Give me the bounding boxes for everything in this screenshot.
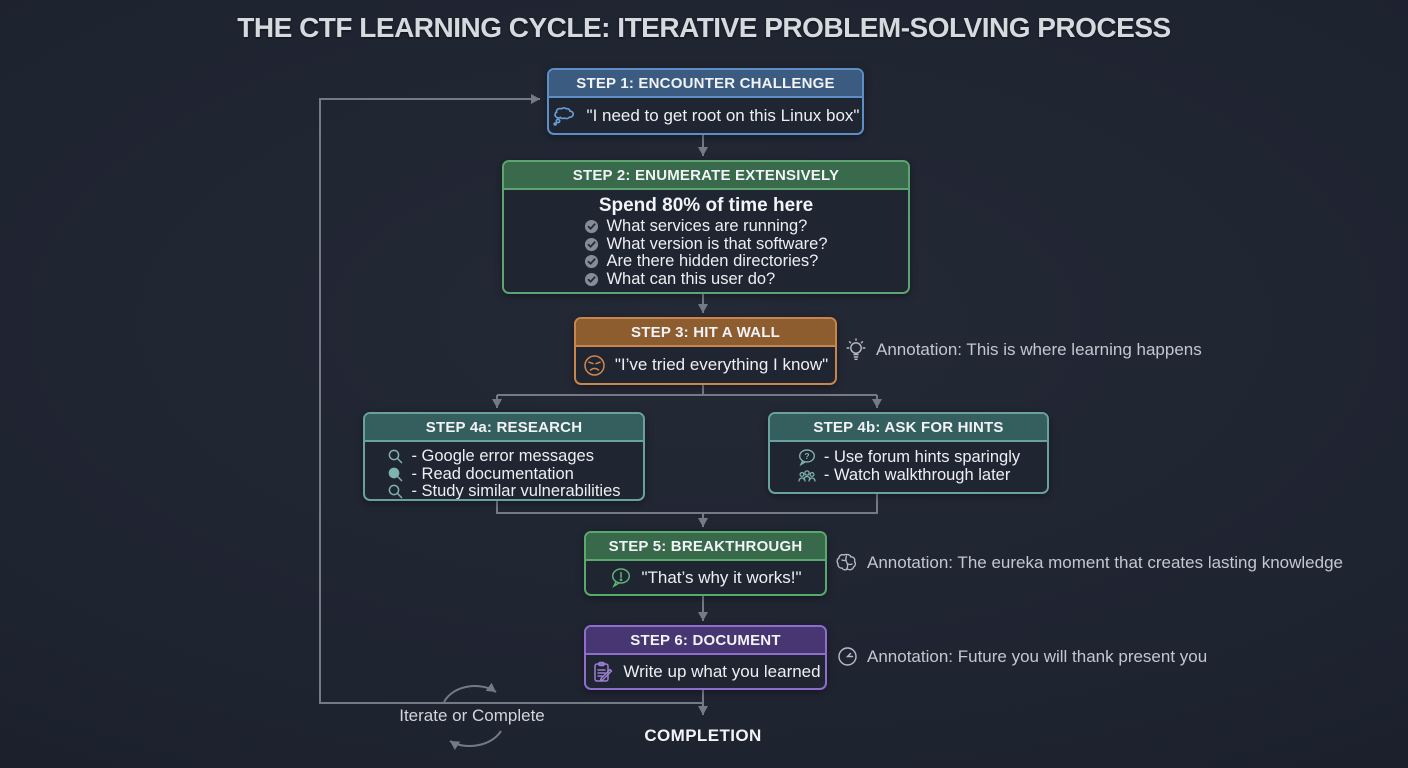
annotation-text: Annotation: Future you will thank presen… (867, 646, 1208, 666)
completion-label: COMPLETION (644, 726, 762, 745)
step-4a-header: STEP 4a: RESEARCH (365, 414, 643, 442)
page-title: THE CTF LEARNING CYCLE: ITERATIVE PROBLE… (237, 12, 1171, 43)
step-4a-box: STEP 4a: RESEARCH - Google error message… (363, 412, 645, 501)
research-item: - Read documentation (387, 464, 574, 484)
lightbulb-icon (845, 338, 867, 362)
check-circle-icon (584, 272, 599, 287)
brain-icon (835, 552, 858, 573)
step-5-body-text: "That’s why it works!" (641, 567, 802, 587)
step-5-box: STEP 5: BREAKTHROUGH "That’s why it work… (584, 531, 827, 596)
step-6-header: STEP 6: DOCUMENT (586, 627, 825, 655)
research-item: - Study similar vulnerabilities (387, 482, 621, 500)
clipboard-pencil-icon (590, 660, 614, 684)
step-3-header: STEP 3: HIT A WALL (576, 319, 835, 347)
checklist-item: What services are running? (584, 217, 808, 236)
checklist-text: What version is that software? (606, 234, 828, 253)
annotation-learning: Annotation: This is where learning happe… (845, 338, 1202, 362)
research-text: - Read documentation (411, 464, 574, 483)
checklist-text: What services are running? (606, 217, 808, 235)
exclamation-bubble-icon (609, 567, 632, 589)
step-3-body-text: "I’ve tried everything I know" (614, 355, 829, 374)
step-2-box: STEP 2: ENUMERATE EXTENSIVELY Spend 80% … (502, 160, 910, 294)
step-1-body-text: "I need to get root on this Linux box" (586, 105, 860, 125)
svg-text:?: ? (804, 451, 809, 461)
checklist-text: What can this user do? (606, 269, 776, 288)
checklist-item: What version is that software? (584, 234, 828, 254)
check-circle-icon (584, 254, 599, 269)
thought-bubble-icon (552, 105, 578, 126)
step-4b-box: STEP 4b: ASK FOR HINTS ? - Use forum hin… (768, 412, 1049, 494)
step-4b-header: STEP 4b: ASK FOR HINTS (770, 414, 1047, 442)
question-bubble-icon: ? (797, 448, 817, 467)
research-text: - Study similar vulnerabilities (411, 482, 621, 500)
step-1-header: STEP 1: ENCOUNTER CHALLENGE (549, 70, 862, 98)
check-circle-icon (584, 219, 599, 234)
hint-text: - Use forum hints sparingly (823, 447, 1021, 466)
magnifier-icon (387, 483, 404, 499)
checklist-item: Are there hidden directories? (584, 252, 819, 271)
people-group-icon (797, 468, 817, 484)
annotation-text: Annotation: This is where learning happe… (876, 340, 1202, 359)
check-circle-icon (584, 237, 599, 252)
step-2-header: STEP 2: ENUMERATE EXTENSIVELY (504, 162, 908, 190)
step-2-subtitle: Spend 80% of time here (598, 195, 814, 216)
hint-item: - Watch walkthrough later (797, 466, 1011, 485)
checklist-item: What can this user do? (584, 269, 776, 289)
checklist-text: Are there hidden directories? (606, 252, 819, 270)
step-3-box: STEP 3: HIT A WALL "I’ve tried everythin… (574, 317, 837, 385)
iterate-or-complete-label: Iterate or Complete (399, 706, 545, 725)
step-6-body-text: Write up what you learned (623, 661, 821, 681)
magnifier-filled-icon (387, 466, 404, 483)
annotation-text: Annotation: The eureka moment that creat… (867, 552, 1343, 572)
annotation-eureka: Annotation: The eureka moment that creat… (835, 552, 1343, 573)
step-5-header: STEP 5: BREAKTHROUGH (586, 533, 825, 561)
hint-text: - Watch walkthrough later (823, 466, 1011, 484)
step-1-box: STEP 1: ENCOUNTER CHALLENGE "I need to g… (547, 68, 864, 135)
clock-icon (837, 646, 858, 667)
magnifier-icon (387, 448, 404, 465)
hint-item: ? - Use forum hints sparingly (797, 448, 1020, 467)
step-6-box: STEP 6: DOCUMENT Write up what you learn… (584, 625, 827, 690)
annotation-future: Annotation: Future you will thank presen… (837, 646, 1207, 667)
research-item: - Google error messages (387, 447, 594, 466)
research-text: - Google error messages (411, 447, 594, 465)
frustrated-face-icon (583, 354, 606, 377)
